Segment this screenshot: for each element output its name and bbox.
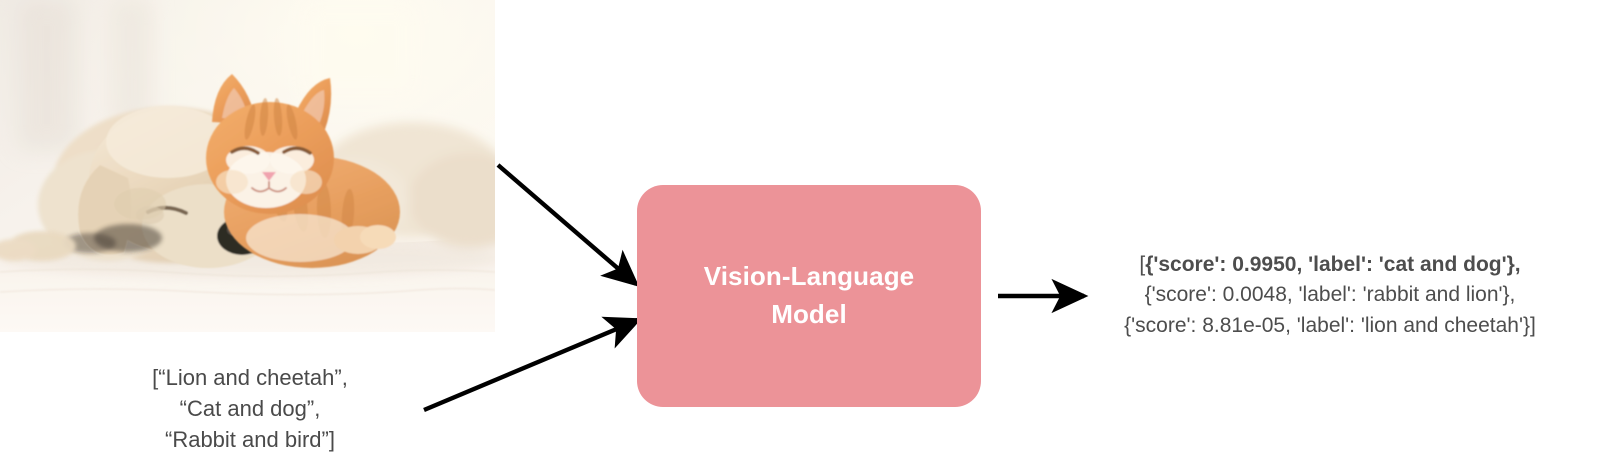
candidate-labels-prompt: [“Lion and cheetah”, “Cat and dog”, “Rab… (105, 363, 395, 455)
prompt-line: [“Lion and cheetah”, (152, 365, 348, 390)
prompt-line: “Rabbit and bird”] (165, 426, 335, 452)
output-line-2: {'score': 0.0048, 'label': 'rabbit and l… (1144, 283, 1516, 307)
model-output-predictions: [{'score': 0.9950, 'label': 'cat and dog… (1060, 250, 1600, 341)
input-image-photo (0, 0, 495, 332)
arrow-image-to-model (496, 163, 640, 287)
model-name-line-2: Model (771, 299, 847, 329)
arrow-prompt-to-model (423, 316, 643, 413)
output-top-prediction: {'score': 0.9950, 'label': 'cat and dog'… (1145, 253, 1521, 276)
output-open-bracket: [ (1139, 253, 1146, 276)
model-name-line-1: Vision-Language (703, 261, 915, 292)
prompt-line: “Cat and dog”, (179, 395, 321, 421)
output-line-3: {'score': 8.81e-05, 'label': 'lion and c… (1124, 313, 1536, 337)
model-box-label: Vision-Language Model (704, 258, 915, 333)
vision-language-model-box: Vision-Language Model (637, 185, 981, 407)
output-line-1: [{'score': 0.9950, 'label': 'cat and dog… (1060, 250, 1600, 280)
